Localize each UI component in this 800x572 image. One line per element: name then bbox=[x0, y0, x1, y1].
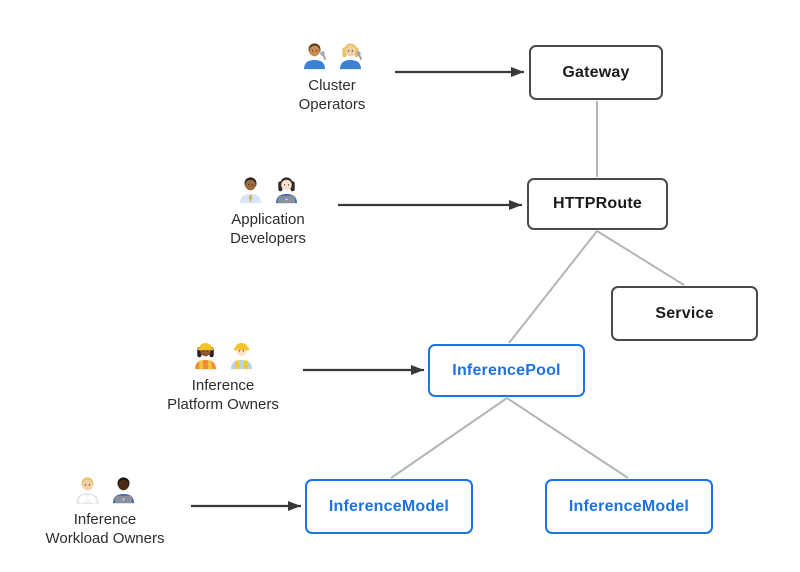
label-line: Inference bbox=[191, 377, 255, 394]
persona-inference-platform-owners-label: Inference Platform Owners bbox=[123, 376, 323, 414]
node-httproute-label: HTTPRoute bbox=[553, 195, 642, 212]
node-inferencemodel-right-label: InferenceModel bbox=[568, 497, 690, 515]
woman-construction-worker-emoji bbox=[194, 343, 216, 370]
inference-platform-owners-emoji-icons bbox=[123, 336, 323, 370]
node-inferencepool: InferencePool bbox=[428, 344, 585, 397]
node-inferencepool-label: InferencePool bbox=[452, 361, 561, 379]
persona-inference-workload-owners-label: Inference Workload Owners bbox=[5, 510, 205, 548]
persona-inference-workload-owners: Inference Workload Owners bbox=[5, 470, 205, 548]
node-gateway-label: Gateway bbox=[562, 63, 630, 81]
person-technologist-emoji bbox=[112, 477, 134, 504]
label-line: Application bbox=[231, 211, 305, 228]
node-inferencemodel-right: InferenceModel bbox=[545, 479, 713, 534]
node-service: Service bbox=[611, 286, 758, 341]
label-line: Developers bbox=[230, 230, 306, 247]
persona-inference-platform-owners: Inference Platform Owners bbox=[123, 336, 323, 414]
edge-inferencepool-inferencemodel-left bbox=[390, 397, 508, 479]
label-line: Inference bbox=[73, 511, 137, 528]
persona-application-developers-label: Application Developers bbox=[168, 210, 368, 248]
man-mechanic-emoji bbox=[303, 43, 326, 70]
health-worker-emoji bbox=[76, 477, 98, 504]
man-construction-worker-emoji bbox=[230, 343, 252, 370]
edge-httproute-service bbox=[596, 230, 685, 286]
man-office-worker-emoji bbox=[239, 177, 261, 204]
edge-httproute-inferencepool bbox=[508, 230, 598, 344]
edge-inferencepool-inferencemodel-right bbox=[506, 397, 629, 479]
woman-mechanic-emoji bbox=[339, 43, 362, 70]
label-line: Workload Owners bbox=[45, 530, 165, 547]
label-line: Cluster bbox=[308, 77, 356, 94]
application-developers-emoji-icons bbox=[168, 170, 368, 204]
node-inferencemodel-left-label: InferenceModel bbox=[328, 497, 450, 515]
label-line: Operators bbox=[298, 96, 366, 113]
node-service-label: Service bbox=[655, 304, 714, 322]
persona-cluster-operators: Cluster Operators bbox=[232, 36, 432, 114]
node-inferencemodel-left: InferenceModel bbox=[305, 479, 473, 534]
woman-technologist-emoji bbox=[275, 177, 297, 204]
persona-cluster-operators-label: Cluster Operators bbox=[232, 76, 432, 114]
persona-application-developers: Application Developers bbox=[168, 170, 368, 248]
cluster-operators-emoji-icons bbox=[232, 36, 432, 70]
node-gateway: Gateway bbox=[529, 45, 663, 100]
inference-workload-owners-emoji-icons bbox=[5, 470, 205, 504]
node-httproute: HTTPRoute bbox=[527, 178, 668, 230]
label-line: Platform Owners bbox=[167, 396, 279, 413]
